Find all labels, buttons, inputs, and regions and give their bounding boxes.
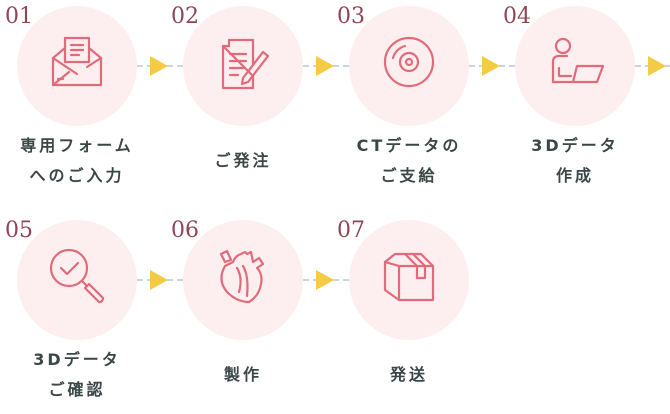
step-number: 05 (5, 218, 33, 243)
step-number: 03 (337, 4, 365, 29)
step-04: 04 3Dデータ作成 (498, 0, 664, 200)
step-number: 07 (337, 218, 365, 243)
label-line: へのご入力 (29, 166, 125, 185)
step-01: 01 専用フォームへのご入力 (0, 0, 166, 200)
step-circle (515, 6, 635, 126)
step-label: 専用フォームへのご入力 (0, 130, 154, 192)
heart-organ-icon (213, 246, 273, 306)
step-label: CTデータのご支給 (332, 130, 486, 192)
box-icon (379, 246, 439, 306)
label-line: 3Dデータ (531, 136, 619, 155)
label-line: CTデータの (356, 136, 462, 155)
arrow-icon (635, 56, 670, 76)
magnifier-check-icon (47, 246, 107, 306)
step-07: 07 発送 (332, 214, 498, 414)
step-circle (17, 6, 137, 126)
step-circle (17, 220, 137, 340)
laptop-user-icon (545, 32, 605, 92)
disc-icon (379, 32, 439, 92)
step-label: 3Dデータ作成 (498, 130, 652, 192)
label-line: 発送 (389, 365, 428, 384)
step-label: 発送 (332, 344, 486, 406)
envelope-icon (47, 32, 107, 92)
step-05: 05 3Dデータご確認 (0, 214, 166, 414)
step-number: 06 (171, 218, 199, 243)
step-06: 06 製作 (166, 214, 332, 414)
label-line: ご発注 (214, 151, 272, 170)
arrow-icon (137, 56, 183, 76)
step-number: 02 (171, 4, 199, 29)
step-circle (349, 220, 469, 340)
step-label: 3Dデータご確認 (0, 344, 154, 406)
arrow-icon (303, 270, 349, 290)
step-number: 01 (5, 4, 33, 29)
step-circle (183, 220, 303, 340)
label-line: 製作 (223, 365, 262, 384)
step-label: ご発注 (166, 130, 320, 192)
arrow-icon (303, 56, 349, 76)
arrow-icon (469, 56, 515, 76)
label-line: 専用フォーム (20, 136, 134, 155)
label-line: 3Dデータ (33, 350, 121, 369)
step-03: 03 CTデータのご支給 (332, 0, 498, 200)
arrow-icon (137, 270, 183, 290)
document-pen-icon (213, 32, 273, 92)
step-number: 04 (503, 4, 531, 29)
step-label: 製作 (166, 344, 320, 406)
label-line: ご確認 (48, 380, 106, 399)
label-line: 作成 (555, 166, 594, 185)
label-line: ご支給 (380, 166, 438, 185)
step-02: 02 ご発注 (166, 0, 332, 200)
